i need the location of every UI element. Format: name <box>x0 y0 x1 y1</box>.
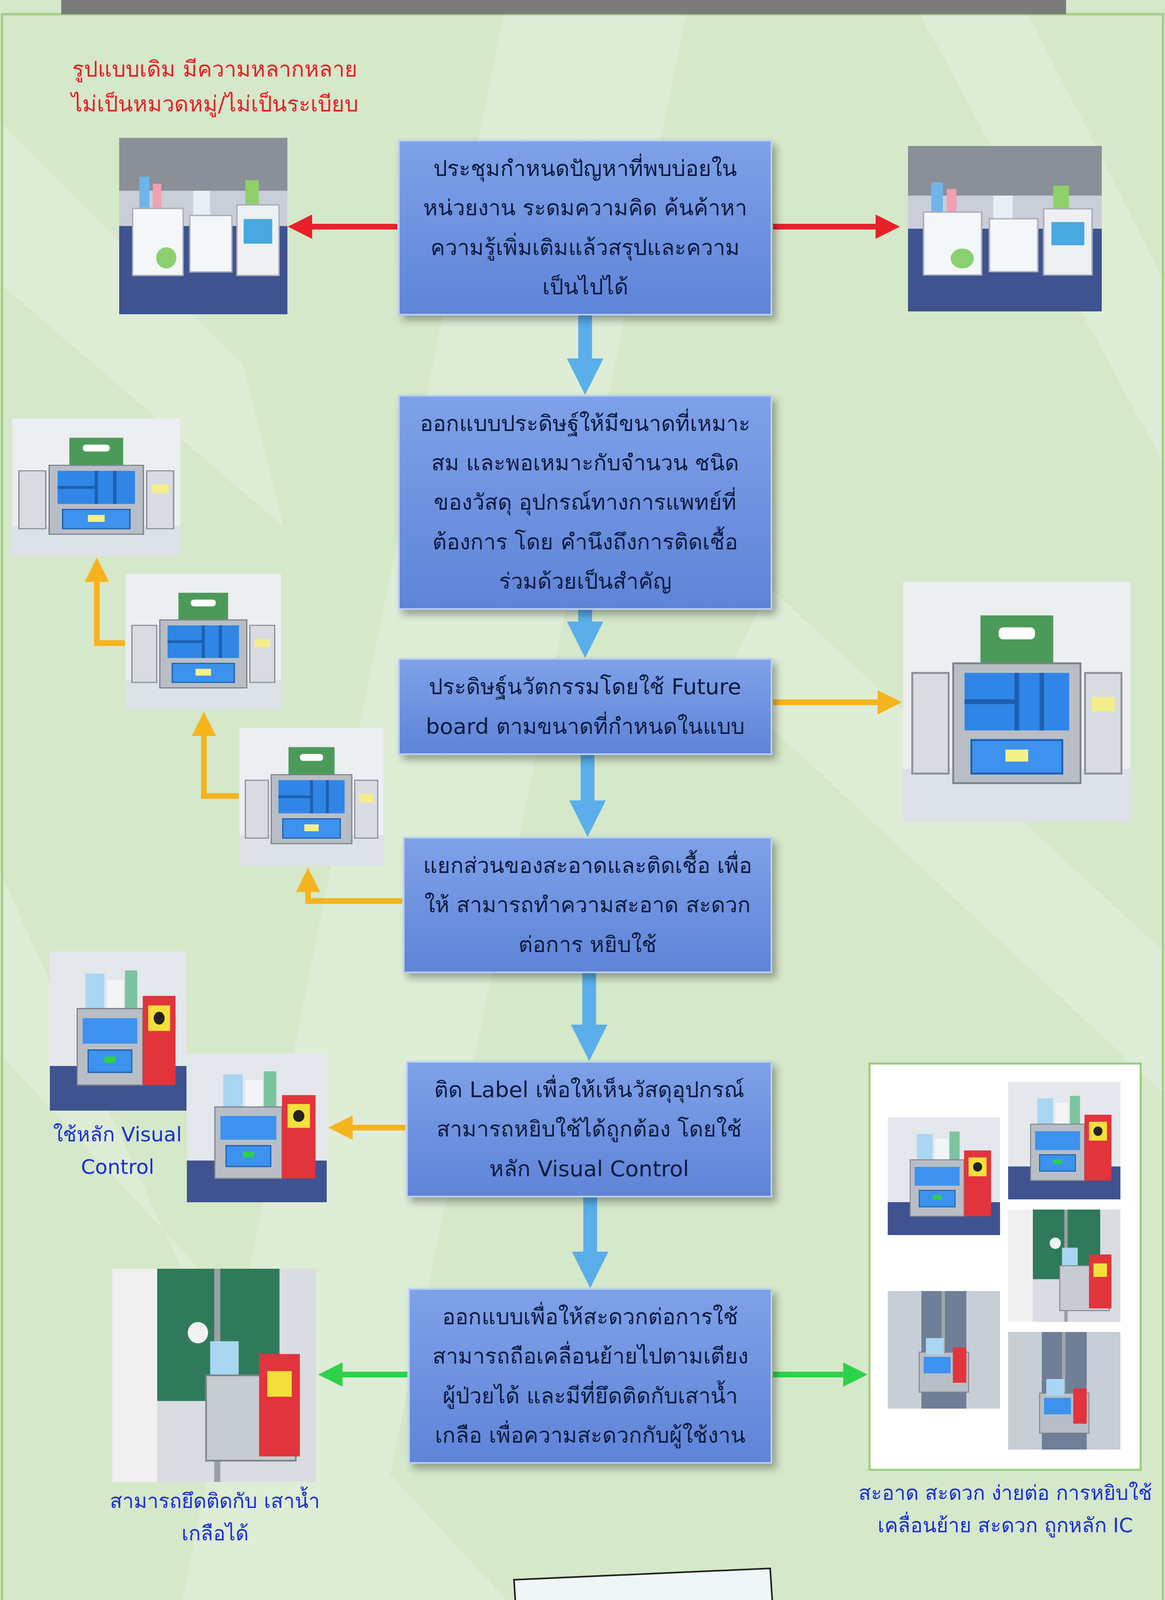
process-box: ประชุมกำหนดปัญหาที่พบบ่อยใน หน่วยงาน ระด… <box>398 139 773 316</box>
box-text: ติด Label เพื่อให้เห็นวัสดุอุปกรณ์ สามาร… <box>421 1069 757 1189</box>
process-box: ออกแบบประดิษฐ์ให้มีขนาดที่เหมาะสม และพอเ… <box>398 394 773 610</box>
photo-caption: รูปแบบเดิม มีความหลากหลาย ไม่เป็นหมวดหมู… <box>60 51 369 123</box>
flow-arrow <box>583 1197 598 1268</box>
flow-arrow <box>578 315 593 375</box>
photo-caption: ใช้หลัก Visual Control <box>40 1117 195 1183</box>
process-box: ออกแบบเพื่อให้สะดวกต่อการใช้ สามารถถือเค… <box>408 1287 773 1464</box>
photo-old-baskets <box>119 137 288 315</box>
photo-caddy <box>12 418 181 557</box>
photo-caddy <box>239 727 384 866</box>
photo-caption: สะอาด สะดวก ง่ายต่อ การหยิบใช้ เคลื่อนย้… <box>855 1476 1156 1542</box>
photo-labelled-caddy <box>186 1053 327 1202</box>
box-text: ออกแบบเพื่อให้สะดวกต่อการใช้ สามารถถือเค… <box>423 1296 757 1455</box>
photo-panel <box>869 1063 1141 1470</box>
photo-carry <box>1008 1331 1121 1450</box>
box-text: ประดิษฐ์นวัตกรรมโดยใช้ Future board ตามข… <box>413 666 757 746</box>
photo-caddy <box>903 581 1131 822</box>
flow-arrow <box>580 754 595 817</box>
photo-labelled-caddy <box>887 1117 1001 1235</box>
photo-labelled-caddy <box>49 950 187 1111</box>
photo-caddy <box>125 573 281 710</box>
box-text: แยกส่วนของสะอาดและติดเชื้อ เพื่อให้ สามา… <box>418 845 757 964</box>
photo-pole-mount <box>112 1268 317 1482</box>
process-box: ประดิษฐ์นวัตกรรมโดยใช้ Future board ตามข… <box>398 657 773 755</box>
box-text: ประชุมกำหนดปัญหาที่พบบ่อยใน หน่วยงาน ระด… <box>413 148 757 307</box>
photo-labelled-caddy <box>1008 1081 1121 1200</box>
flow-arrow <box>582 972 597 1041</box>
photo-carry <box>887 1290 1001 1409</box>
flow-arrow <box>578 609 593 638</box>
photo-arrows <box>96 226 890 1375</box>
box-text: ออกแบบประดิษฐ์ให้มีขนาดที่เหมาะสม และพอเ… <box>413 403 757 601</box>
top-bar <box>61 0 1067 15</box>
process-box: ติด Label เพื่อให้เห็นวัสดุอุปกรณ์ สามาร… <box>406 1060 773 1198</box>
photo-pole-mount <box>1008 1209 1121 1322</box>
cut-off-note <box>513 1567 773 1600</box>
process-box: แยกส่วนของสะอาดและติดเชื้อ เพื่อให้ สามา… <box>402 836 773 973</box>
frame <box>2 14 1163 1600</box>
photo-old-baskets <box>908 145 1102 312</box>
photo-caption: สามารถยึดติดกับ เสาน้ำเกลือได้ <box>97 1484 333 1550</box>
